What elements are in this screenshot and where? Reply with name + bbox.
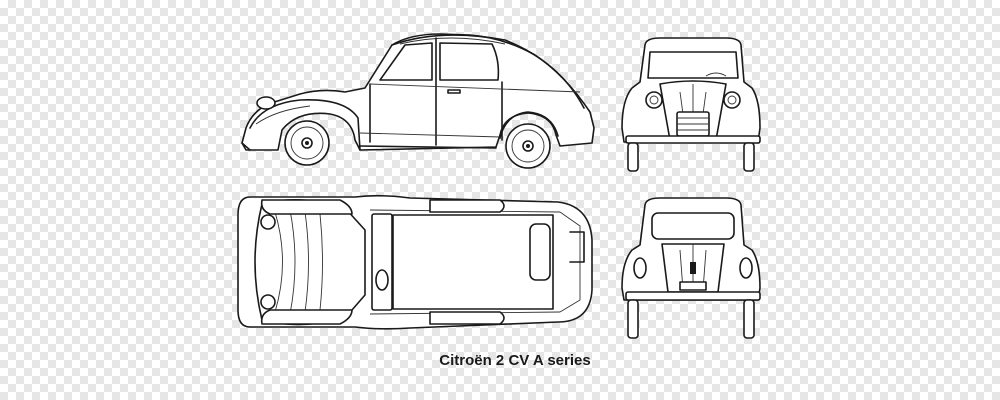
front-view (621, 37, 761, 172)
drawing-caption: Citroën 2 CV A series (439, 352, 591, 369)
top-view (237, 194, 593, 330)
rear-view (621, 197, 761, 339)
side-view (241, 33, 595, 169)
